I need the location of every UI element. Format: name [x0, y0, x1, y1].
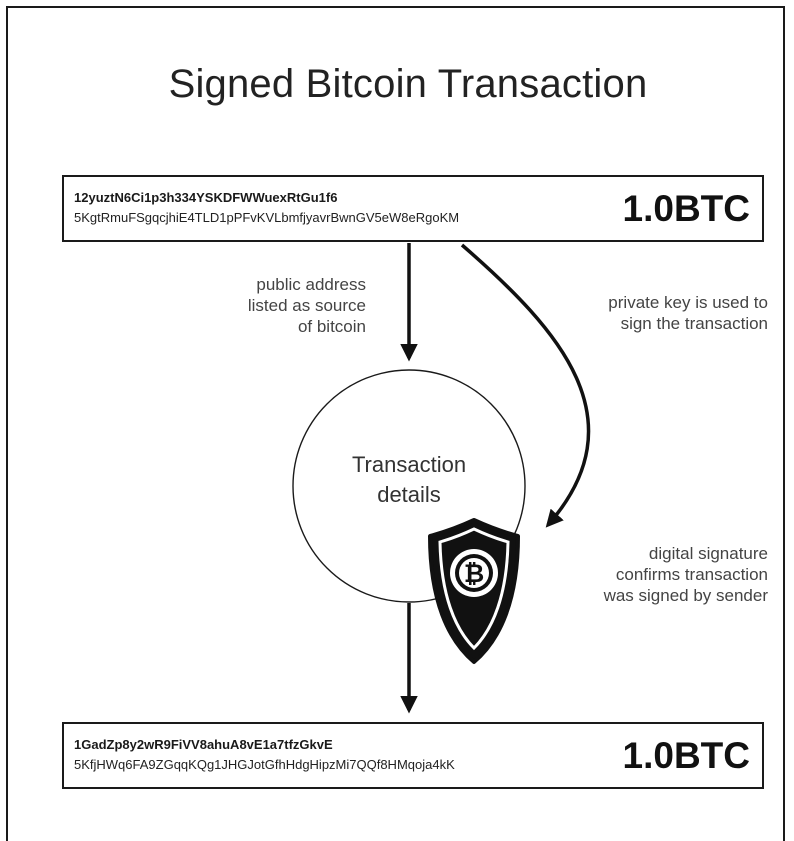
signature-line-2: confirms transaction — [615, 565, 768, 584]
destination-wallet-box: 1GadZp8y2wR9FiVV8ahuA8vE1a7tfzGkvE 5KfjH… — [62, 722, 764, 789]
source-private-key: 5KgtRmuFSgqcjhiE4TLD1pPFvKVLbmfjyavrBwnG… — [74, 210, 460, 225]
svg-text:₿: ₿ — [464, 560, 484, 588]
source-wallet-box: 12yuztN6Ci1p3h334YSKDFWWuexRtGu1f6 5KgtR… — [62, 175, 764, 242]
bitcoin-shield-icon: ₿ — [428, 518, 520, 664]
destination-amount: 1.0BTC — [622, 735, 750, 776]
circle-label-line-1: Transaction — [352, 452, 466, 477]
public-address-line-3: of bitcoin — [297, 317, 366, 336]
public-address-line-2: listed as source — [247, 296, 366, 315]
destination-private-key: 5KfjHWq6FA9ZGqqKQg1JHGJotGfhHdgHipzMi7QQ… — [74, 757, 455, 772]
public-address-annotation: public address listed as source of bitco… — [200, 274, 366, 337]
signature-annotation: digital signature confirms transaction w… — [548, 543, 768, 606]
circle-label-line-2: details — [377, 482, 441, 507]
diagram-title: Signed Bitcoin Transaction — [168, 62, 648, 106]
private-key-arrow — [460, 243, 591, 528]
private-key-annotation: private key is used to sign the transact… — [548, 292, 768, 334]
signature-line-3: was signed by sender — [603, 586, 768, 605]
source-public-address: 12yuztN6Ci1p3h334YSKDFWWuexRtGu1f6 — [74, 190, 338, 205]
public-address-line-1: public address — [256, 275, 366, 294]
private-key-line-2: sign the transaction — [620, 314, 768, 333]
private-key-line-1: private key is used to — [608, 293, 768, 312]
signature-line-1: digital signature — [648, 544, 768, 563]
source-amount: 1.0BTC — [622, 188, 750, 229]
diagram-frame — [6, 6, 785, 841]
destination-public-address: 1GadZp8y2wR9FiVV8ahuA8vE1a7tfzGkvE — [74, 737, 333, 752]
